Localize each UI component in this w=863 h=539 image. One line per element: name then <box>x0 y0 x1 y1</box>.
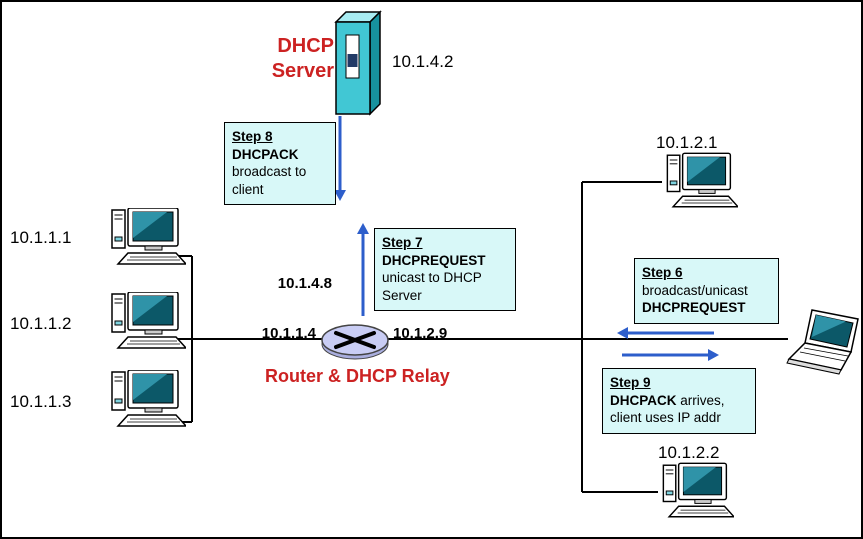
desktop-computer-icon <box>650 462 734 520</box>
step7-text-line1: unicast to DHCP <box>382 270 482 286</box>
step9-text-line1: DHCPACK arrives, <box>610 392 748 410</box>
router-label: Router & DHCP Relay <box>265 366 450 386</box>
arrow-step7-up <box>357 223 369 316</box>
step7-box: Step 7 DHCPREQUEST unicast to DHCP Serve… <box>374 228 516 312</box>
dhcp-server-label: DHCP Server <box>242 34 334 84</box>
step8-box: Step 8 DHCPACK broadcast to client <box>224 122 336 206</box>
arrow-step6-left <box>617 327 714 339</box>
host-ip-label-10113: 10.1.1.3 <box>10 392 72 411</box>
host-ip-label-10111: 10.1.1.1 <box>10 228 72 247</box>
step6-box: Step 6 broadcast/unicast DHCPREQUEST <box>634 258 779 324</box>
step7-heading: Step 7 <box>382 235 423 250</box>
desktop-computer-icon <box>654 152 738 210</box>
server-tower-icon <box>332 10 384 116</box>
step6-heading: Step 6 <box>642 265 683 280</box>
step8-protocol: DHCPACK <box>232 146 299 162</box>
router-left-ip-label: 10.1.1.4 <box>261 325 316 342</box>
desktop-computer-icon <box>98 292 186 350</box>
step9-protocol: DHCPACK <box>610 392 677 408</box>
step9-box: Step 9 DHCPACK arrives, client uses IP a… <box>602 368 756 434</box>
dhcp-server-label-line2: Server <box>271 60 334 82</box>
step9-heading: Step 9 <box>610 375 651 390</box>
step8-text-line1: broadcast to <box>232 164 307 180</box>
step6-text-line1: broadcast/unicast <box>642 282 748 298</box>
laptop-icon <box>782 308 862 378</box>
host-ip-label-10112: 10.1.1.2 <box>10 314 72 333</box>
step8-text-line2: client <box>232 181 264 197</box>
step7-text-line2: Server <box>382 287 422 303</box>
step7-protocol: DHCPREQUEST <box>382 252 486 268</box>
arrow-step9-right <box>622 349 719 361</box>
step8-heading: Step 8 <box>232 129 273 144</box>
network-link-lines <box>170 181 788 493</box>
arrow-step8-down <box>334 116 346 201</box>
router-icon <box>320 320 390 362</box>
server-ip-label: 10.1.4.2 <box>392 52 454 71</box>
dhcp-server-label-line1: DHCP <box>277 35 334 57</box>
router-right-ip-label: 10.1.2.9 <box>393 325 448 342</box>
desktop-computer-icon <box>98 208 186 266</box>
host-ip-label-10121: 10.1.2.1 <box>656 133 718 152</box>
step9-text-line2: client uses IP addr <box>610 410 721 426</box>
host-ip-label-10122: 10.1.2.2 <box>658 443 720 462</box>
step9-text-rest: arrives, <box>676 392 725 408</box>
desktop-computer-icon <box>98 370 186 428</box>
router-wan-ip-label: 10.1.4.8 <box>277 275 332 292</box>
step6-protocol: DHCPREQUEST <box>642 300 746 316</box>
